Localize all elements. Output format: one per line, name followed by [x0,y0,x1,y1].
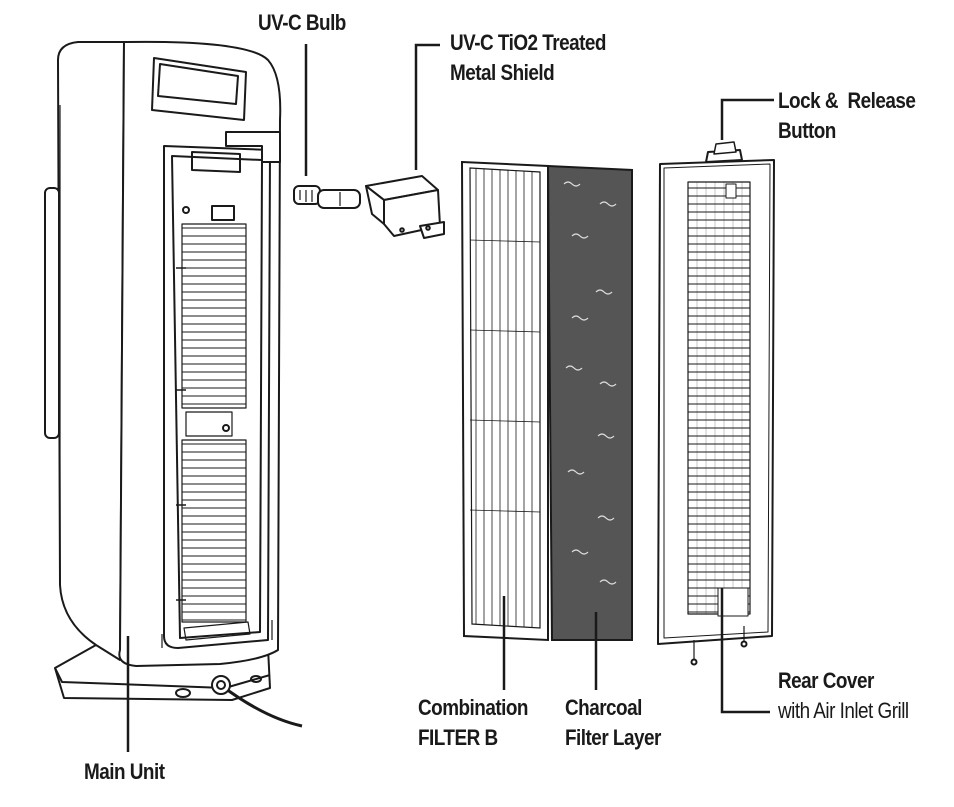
label-lock-release-line1: Lock & Release [778,88,916,113]
leader-lines [126,43,774,752]
label-rear-cover-line1: Rear Cover [778,668,874,693]
label-main-unit: Main Unit [84,757,165,787]
label-main-unit-text: Main Unit [84,759,165,784]
label-combination-filter: Combination FILTER B [418,693,528,753]
label-lock-release: Lock & Release Button [778,86,916,146]
leader-rear-cover [720,588,770,714]
label-charcoal-filter-line1: Charcoal [565,695,642,720]
main-unit-drawing [44,40,303,728]
label-metal-shield-line1: UV-C TiO2 Treated [450,30,606,55]
label-metal-shield-line2: Metal Shield [450,60,555,85]
label-uvc-bulb: UV-C Bulb [258,8,346,38]
label-rear-cover-line2: with Air Inlet Grill [778,698,909,723]
charcoal-layer-drawing [546,164,633,641]
label-combination-filter-line1: Combination [418,695,528,720]
rear-cover-drawing [657,141,775,666]
label-charcoal-filter: Charcoal Filter Layer [565,693,661,753]
label-lock-release-line2: Button [778,118,836,143]
label-charcoal-filter-line2: Filter Layer [565,725,661,750]
leader-lock-release [720,98,774,140]
combination-filter-drawing [460,160,549,642]
metal-shield-drawing [365,175,445,239]
label-combination-filter-line2: FILTER B [418,725,498,750]
label-uvc-bulb-text: UV-C Bulb [258,10,346,35]
leader-metal-shield [414,43,440,170]
uvc-bulb-drawing [293,185,361,209]
label-rear-cover: Rear Cover with Air Inlet Grill [778,666,909,726]
label-metal-shield: UV-C TiO2 Treated Metal Shield [450,28,606,88]
